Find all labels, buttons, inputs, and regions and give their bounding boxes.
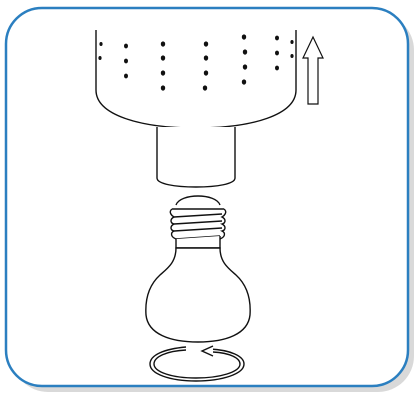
arrow-up-icon [302,35,324,105]
rotate-icon [149,345,245,382]
light-bulb-icon [145,195,251,343]
lamp-shade-icon [95,30,297,129]
lamp-socket-icon [156,127,236,188]
